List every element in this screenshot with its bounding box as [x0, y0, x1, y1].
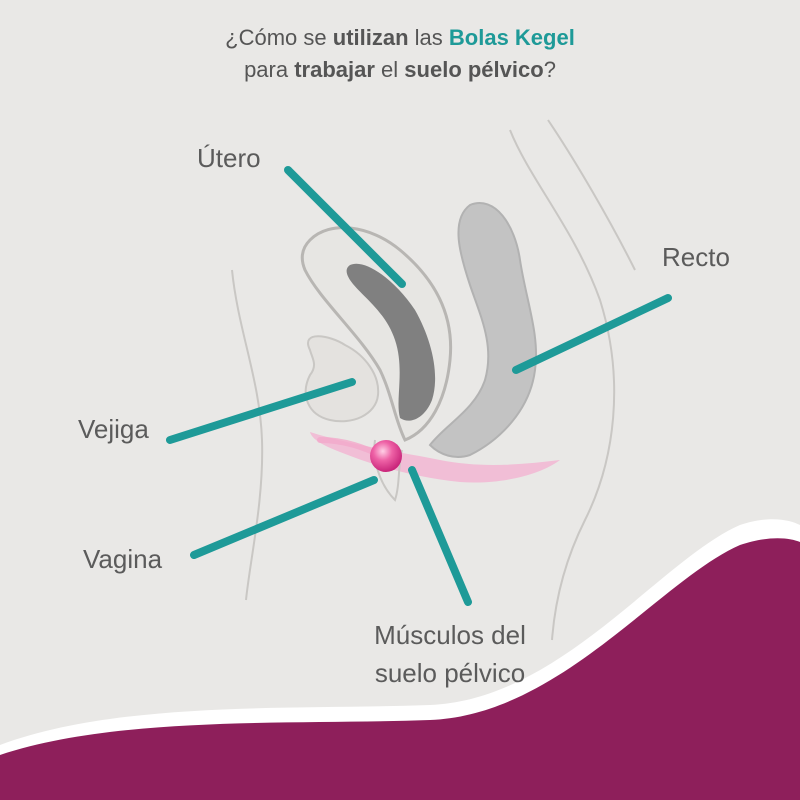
title-bold: suelo pélvico: [404, 57, 544, 82]
leader-lines: [166, 166, 672, 606]
label-musculos-line1: Músculos del: [374, 620, 526, 650]
title-line-1: ¿Cómo se utilizan las Bolas Kegel: [0, 22, 800, 54]
page-title: ¿Cómo se utilizan las Bolas Kegel para t…: [0, 22, 800, 86]
body-outline: [231, 119, 636, 641]
label-vejiga: Vejiga: [78, 414, 149, 444]
title-bold: trabajar: [294, 57, 375, 82]
title-text: las: [408, 25, 449, 50]
leader-line-musculos: [408, 466, 472, 606]
bottom-wave: [0, 538, 800, 800]
leader-line-utero: [284, 166, 406, 288]
leader-line-recto: [512, 294, 672, 374]
title-text: para: [244, 57, 295, 82]
title-text: ¿Cómo se: [225, 25, 333, 50]
title-text: ?: [543, 57, 556, 82]
label-recto: Recto: [662, 242, 730, 272]
kegel-ball: [370, 440, 402, 472]
leader-line-vejiga: [166, 378, 356, 444]
leader-line-vagina: [190, 476, 378, 559]
pelvic-floor-muscles-shape: [310, 432, 560, 483]
rectum-shape: [428, 202, 538, 458]
label-vagina: Vagina: [83, 544, 163, 574]
label-musculos: Músculos del suelo pélvico: [345, 616, 555, 692]
title-line-2: para trabajar el suelo pélvico?: [0, 54, 800, 86]
label-utero: Útero: [197, 143, 261, 173]
label-musculos-line2: suelo pélvico: [374, 658, 526, 688]
bladder-shape: [304, 335, 380, 423]
title-accent: Bolas Kegel: [448, 25, 575, 50]
title-text: el: [374, 57, 405, 82]
title-bold: utilizan: [332, 25, 409, 50]
uterus-cavity-shape: [346, 263, 436, 421]
